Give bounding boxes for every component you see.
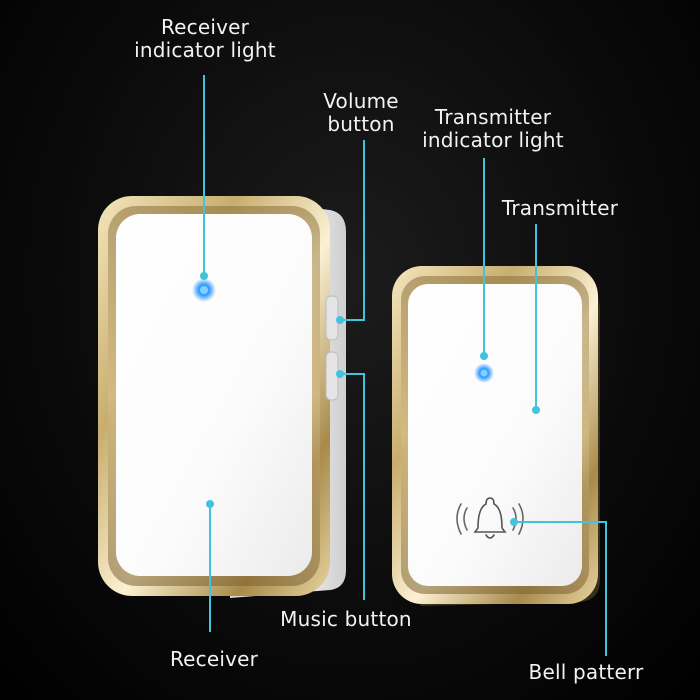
callout-dot	[532, 406, 540, 414]
bell-icon	[473, 497, 507, 539]
label-receiver-indicator: Receiver indicator light	[134, 15, 276, 62]
transmitter-indicator-core	[480, 369, 488, 377]
receiver-indicator-core	[200, 286, 208, 294]
transmitter-face	[408, 284, 582, 586]
label-bell-pattern: Bell patterr	[528, 660, 644, 684]
label-transmitter-indicator: Transmitter indicator light	[422, 105, 564, 152]
callout-lines	[200, 75, 607, 656]
receiver-face	[116, 214, 312, 576]
callout-dot	[480, 352, 488, 360]
receiver-device	[98, 196, 346, 598]
callout-bell-pattern	[514, 521, 607, 656]
callout-volume-button	[340, 140, 365, 321]
callout-dot	[206, 500, 214, 508]
callout-dot	[336, 316, 344, 324]
callout-dot	[200, 272, 208, 280]
volume-button	[325, 295, 339, 341]
callout-dot	[510, 518, 518, 526]
label-receiver: Receiver	[169, 647, 259, 671]
label-volume-button: Volume button	[323, 89, 399, 136]
callout-music-button	[340, 373, 365, 600]
sound-wave-icon	[456, 503, 524, 535]
label-music-button: Music button	[280, 607, 412, 631]
callout-dot	[336, 370, 344, 378]
label-transmitter: Transmitter	[501, 196, 619, 220]
transmitter-device	[392, 266, 600, 606]
music-button	[325, 351, 339, 401]
